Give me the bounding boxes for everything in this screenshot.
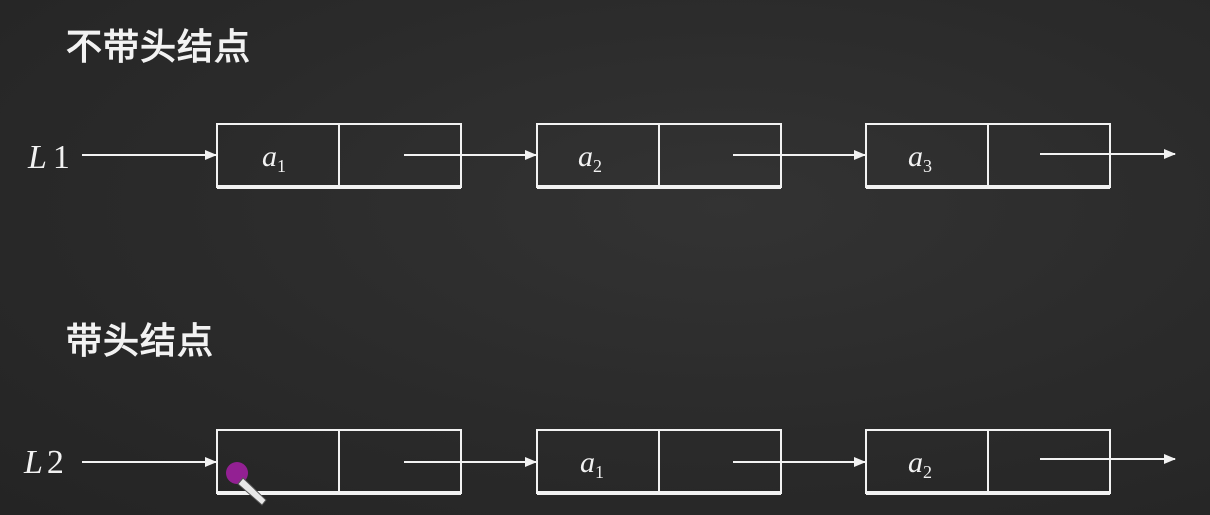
section-title-with-head-node: 带头结点 xyxy=(66,321,215,362)
node-value-a2: a2 xyxy=(578,140,602,176)
node-2-row-2: a2 xyxy=(865,429,1111,495)
node-value-a1: a1 xyxy=(262,140,286,176)
node-3-row-1: a3 xyxy=(865,123,1111,189)
node-value-a1-row-2: a1 xyxy=(580,446,604,482)
pen-cursor-icon xyxy=(226,462,267,506)
node-value-a3: a3 xyxy=(908,140,932,176)
node-value-a2-row-2: a2 xyxy=(908,446,932,482)
section-title-no-head-node: 不带头结点 xyxy=(66,27,252,68)
node-1-row-1: a1 xyxy=(216,123,462,189)
node-1-row-2: a1 xyxy=(536,429,782,495)
